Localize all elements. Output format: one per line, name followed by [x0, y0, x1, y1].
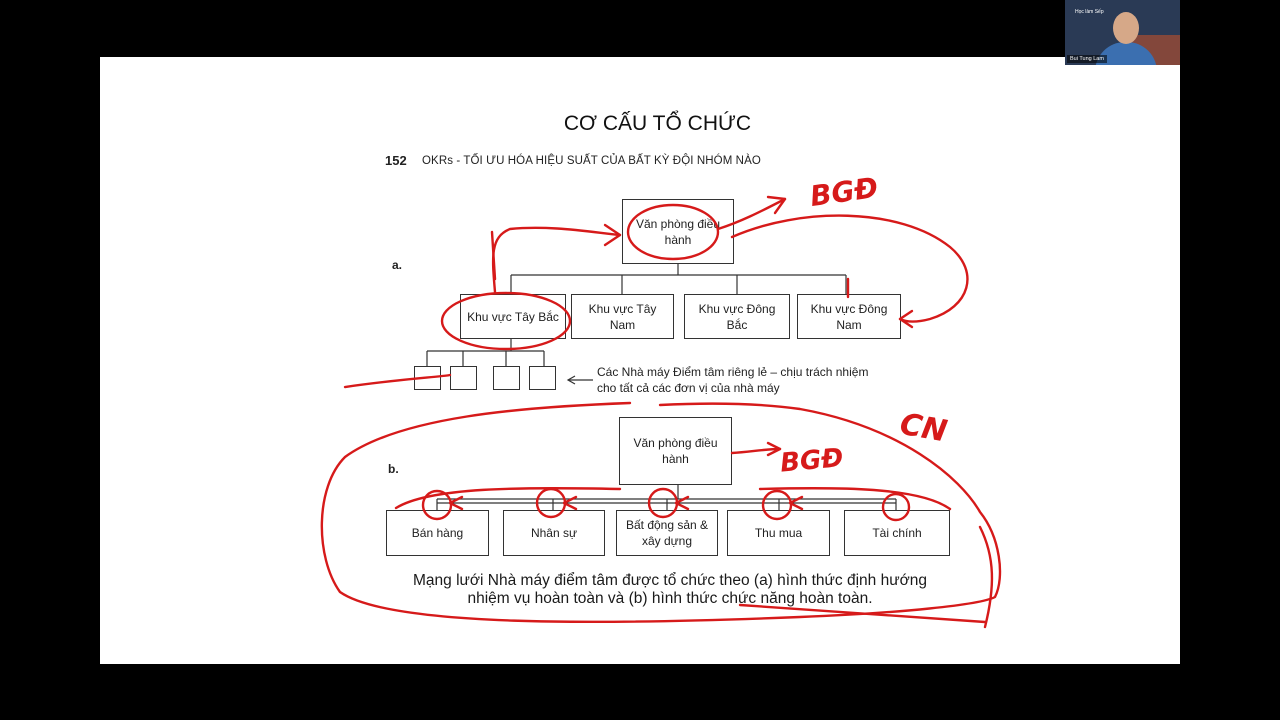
b-function-box: Tài chính — [844, 510, 950, 556]
b-function-box: Bán hàng — [386, 510, 489, 556]
ink-text-bgd-2: BGĐ — [779, 443, 845, 478]
b-executive-office-box: Văn phòng điều hành — [619, 417, 732, 485]
b-function-box: Nhân sự — [503, 510, 605, 556]
a-factory-box — [493, 366, 520, 390]
ink-circle — [626, 203, 720, 261]
ink-arrow — [730, 214, 969, 323]
slide: CƠ CẤU TỔ CHỨC 152 OKRs - TỐI ƯU HÓA HIỆ… — [100, 57, 1180, 664]
slide-title: CƠ CẤU TỔ CHỨC — [563, 112, 752, 135]
ink-arrow — [716, 197, 787, 231]
book-title: OKRs - TỐI ƯU HÓA HIỆU SUẤT CỦA BẤT KỲ Đ… — [422, 155, 761, 167]
presenter-name: Bui Tung Lam — [1067, 55, 1107, 63]
page-number: 152 — [385, 153, 407, 168]
ink-text-cn: CN — [897, 407, 949, 450]
figure-caption: Mạng lưới Nhà máy điểm tâm được tổ chức … — [412, 572, 927, 607]
b-function-box: Bất động sản & xây dựng — [616, 510, 718, 556]
ink-arrow — [491, 226, 622, 294]
ink-annotations: BGĐ CN BGĐ — [320, 171, 1002, 629]
diagram-b-label: b. — [388, 462, 399, 476]
a-factory-note: Các Nhà máy Điểm tâm riêng lẻ – chịu trá… — [597, 365, 869, 395]
ink-loop — [320, 401, 1002, 624]
webcam-overlay: Học làm Sếp Bui Tung Lam — [1065, 0, 1180, 65]
ink-circle — [761, 489, 793, 521]
a-factory-box — [450, 366, 477, 390]
a-executive-office-box: Văn phòng điều hành — [622, 199, 734, 264]
a-region-box: Khu vực Đông Nam — [797, 294, 901, 339]
a-region-box: Khu vực Tây Nam — [571, 294, 674, 339]
ink-text-bgd: BGĐ — [808, 171, 880, 213]
a-factory-box — [529, 366, 556, 390]
presenter-body — [1095, 42, 1157, 65]
ink-stroke — [343, 373, 452, 389]
ink-circle — [440, 291, 572, 351]
b-function-box: Thu mua — [727, 510, 830, 556]
presenter-head — [1113, 12, 1139, 44]
a-region-box: Khu vực Tây Bắc — [460, 294, 566, 339]
ink-circle — [421, 489, 453, 521]
ink-circle — [535, 487, 567, 519]
ink-circle — [881, 492, 911, 522]
webcam-logo: Học làm Sếp — [1075, 9, 1104, 15]
ink-circle — [647, 487, 679, 519]
diagram-connectors — [426, 264, 897, 510]
diagram-a-label: a. — [392, 258, 403, 272]
a-region-box: Khu vực Đông Bắc — [684, 294, 790, 339]
